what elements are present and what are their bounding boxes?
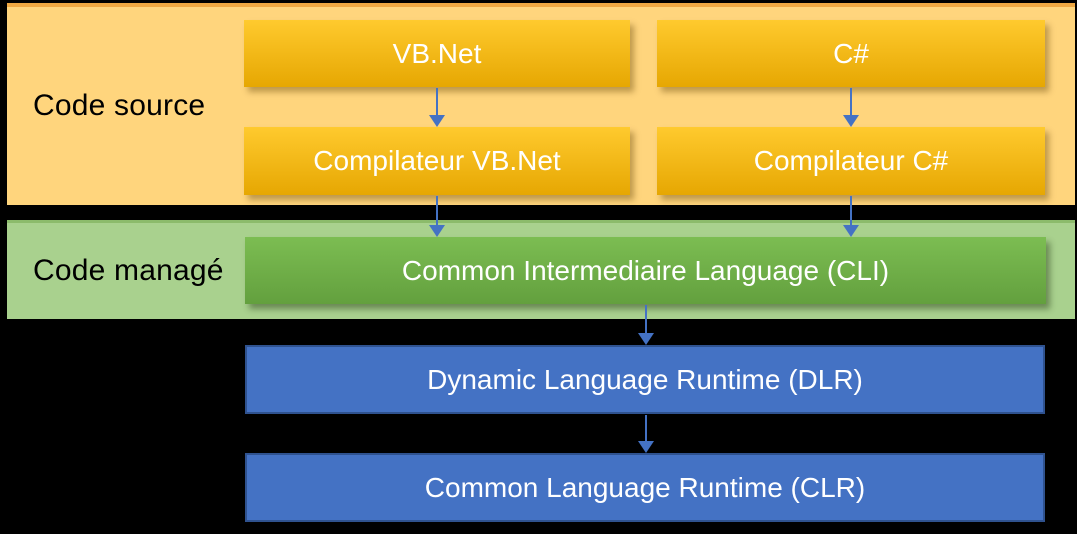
arrow-line (436, 88, 438, 115)
arrow-line (850, 88, 852, 115)
node-clr-label: Common Language Runtime (CLR) (424, 471, 866, 503)
arrow-compiler-vbnet-to-cli-icon (429, 196, 445, 237)
arrow-cli-to-dlr-icon (638, 305, 654, 345)
arrow-line (645, 305, 647, 333)
arrow-head-icon (843, 225, 859, 237)
node-vbnet-label: VB.Net (392, 37, 482, 69)
arrow-compiler-csharp-to-cli-icon (843, 196, 859, 237)
arrow-dlr-to-clr-icon (638, 415, 654, 453)
node-cli-label: Common Intermediaire Language (CLI) (401, 254, 890, 286)
band-code-source-label: Code source (33, 89, 206, 122)
arrow-line (645, 415, 647, 441)
node-compiler-vbnet: Compilateur VB.Net (244, 127, 630, 195)
arrow-csharp-to-compiler-icon (843, 88, 859, 127)
arrow-line (436, 196, 438, 225)
node-vbnet: VB.Net (244, 20, 630, 87)
arrow-head-icon (638, 333, 654, 345)
arrow-line (850, 196, 852, 225)
arrow-head-icon (429, 115, 445, 127)
node-dlr: Dynamic Language Runtime (DLR) (245, 345, 1045, 414)
node-compiler-csharp-label: Compilateur C# (753, 145, 949, 176)
node-dlr-label: Dynamic Language Runtime (DLR) (427, 363, 863, 395)
node-csharp-label: C# (833, 37, 869, 69)
node-compiler-csharp: Compilateur C# (657, 127, 1045, 195)
node-csharp: C# (657, 20, 1045, 87)
arrow-head-icon (638, 441, 654, 453)
band-code-manage-label: Code managé (33, 254, 224, 287)
arrow-head-icon (429, 225, 445, 237)
node-cli: Common Intermediaire Language (CLI) (245, 237, 1046, 304)
node-compiler-vbnet-label: Compilateur VB.Net (313, 145, 561, 176)
arrow-head-icon (843, 115, 859, 127)
arrow-vbnet-to-compiler-icon (429, 88, 445, 127)
node-clr: Common Language Runtime (CLR) (245, 453, 1045, 522)
